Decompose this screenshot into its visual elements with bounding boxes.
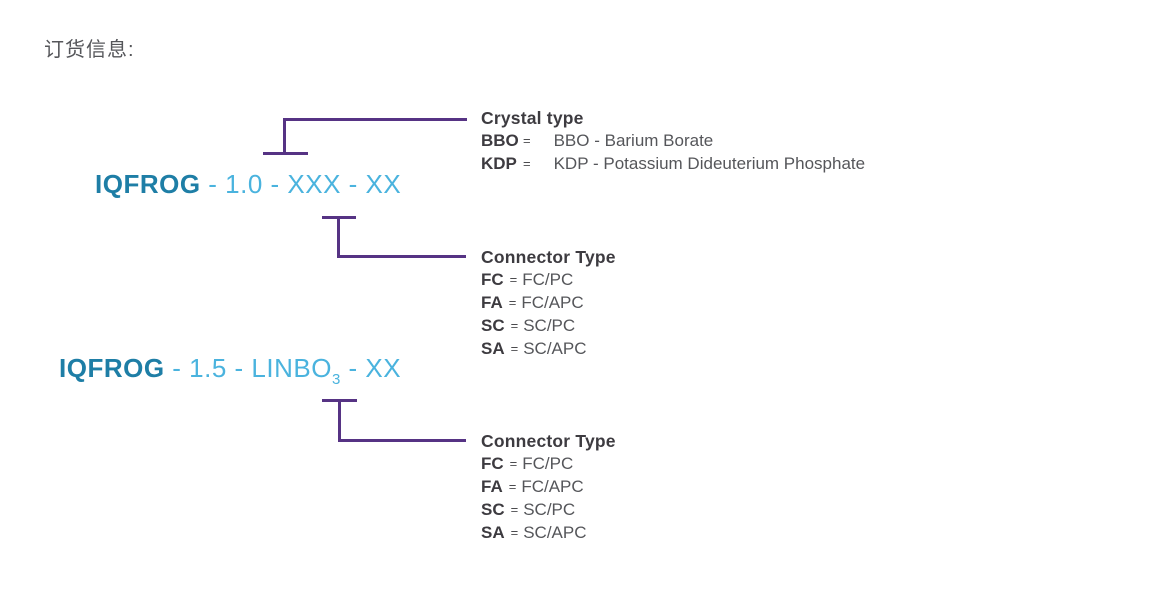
part-number-2-code-post: - XX: [340, 353, 402, 383]
connector-entry-fa: FA = FC/APC: [481, 475, 616, 498]
connector-entry-sc: SC = SC/PC: [481, 314, 616, 337]
equals-sign: =: [509, 456, 518, 471]
crystal-bracket-arm-line: [283, 118, 467, 121]
connector-entry-fc: FC = FC/PC: [481, 452, 616, 475]
equals-sign: =: [510, 525, 519, 540]
entry-key: SC: [481, 500, 505, 519]
entry-value: SC/APC: [523, 523, 587, 542]
entry-value: FC/APC: [521, 477, 584, 496]
part-number-1-code: - 1.0 - XXX - XX: [200, 169, 402, 199]
connector-type-callout-1: Connector Type FC=FC/PC FA=FC/APC SC=SC/…: [481, 246, 616, 360]
connector2-bracket-stem-line: [338, 399, 341, 442]
entry-key: SC: [481, 316, 505, 335]
page-title: 订货信息:: [44, 39, 135, 61]
equals-sign: =: [510, 502, 519, 517]
crystal-type-heading: Crystal type: [481, 108, 584, 128]
equals-sign: =: [509, 272, 518, 287]
entry-key: FC: [481, 454, 504, 473]
equals-sign: =: [510, 341, 519, 356]
crystal-type-callout: Crystal type BBO = BBO - Barium Borate KDP…: [481, 107, 865, 175]
entry-key: KDP: [481, 154, 517, 173]
equals-sign: =: [508, 479, 517, 494]
equals-sign: =: [510, 318, 519, 333]
entry-key: FA: [481, 477, 503, 496]
connector-entry-fc: FC = FC/PC: [481, 268, 616, 291]
equals-sign: =: [523, 133, 531, 148]
connector2-bracket-arm-line: [338, 439, 466, 442]
connector-entry-sc: SC = SC/PC: [481, 498, 616, 521]
entry-key: SA: [481, 339, 505, 358]
entry-value: SC/APC: [523, 339, 587, 358]
crystal-entry-kdp: KDP = KDP - Potassium Dideuterium Phosphat…: [481, 152, 865, 175]
connector-type-heading: Connector Type: [481, 247, 616, 267]
connector1-bracket-arm-line: [337, 255, 466, 258]
entry-value: FC/APC: [521, 293, 584, 312]
entry-key: SA: [481, 523, 505, 542]
equals-sign: =: [508, 295, 517, 310]
part-number-2: IQFROG - 1.5 - LINBO3 - XX: [59, 353, 402, 388]
entry-key: FC: [481, 270, 504, 289]
entry-key: FA: [481, 293, 503, 312]
connector-entry-sa: SA = SC/APC: [481, 337, 616, 360]
entry-value: FC/PC: [522, 270, 574, 289]
entry-value: KDP - Potassium Dideuterium Phosphate: [553, 154, 866, 173]
part-number-1-model: IQFROG: [95, 169, 201, 199]
connector-entry-fa: FA = FC/APC: [481, 291, 616, 314]
part-number-1: IQFROG - 1.0 - XXX - XX: [95, 169, 401, 200]
part-number-2-model: IQFROG: [59, 353, 165, 383]
entry-key: BBO: [481, 131, 519, 150]
connector-entry-sa: SA = SC/APC: [481, 521, 616, 544]
crystal-entry-bbo: BBO = BBO - Barium Borate: [481, 129, 865, 152]
entry-value: SC/PC: [523, 500, 576, 519]
part-number-2-subscript: 3: [331, 371, 341, 388]
connector-type-callout-2: Connector Type FC=FC/PC FA=FC/APC SC=SC/…: [481, 430, 616, 544]
crystal-bracket-stem-line: [283, 118, 286, 155]
entry-value: SC/PC: [523, 316, 576, 335]
part-number-2-code-pre: - 1.5 - LINBO: [164, 353, 332, 383]
entry-value: BBO - Barium Borate: [553, 131, 714, 150]
equals-sign: =: [523, 156, 531, 171]
entry-value: FC/PC: [522, 454, 574, 473]
connector-type-heading: Connector Type: [481, 431, 616, 451]
connector1-bracket-stem-line: [337, 216, 340, 258]
